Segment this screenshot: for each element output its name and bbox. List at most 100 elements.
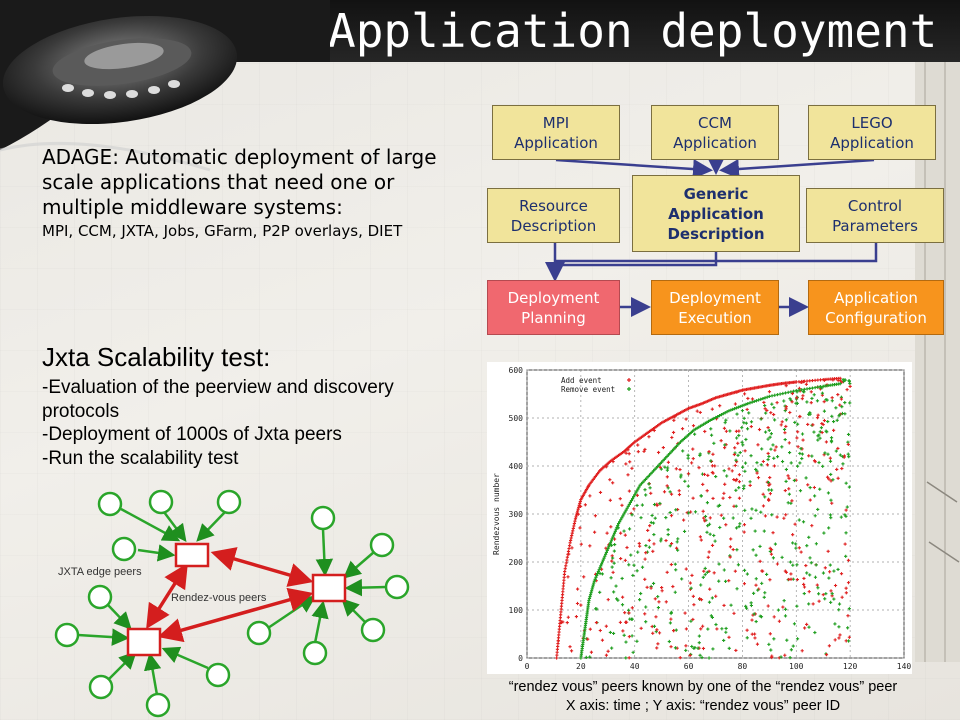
add-event-point (833, 583, 838, 588)
add-event-point (802, 582, 806, 586)
add-event-point (610, 559, 614, 563)
remove-event-point (783, 391, 788, 395)
add-event-point (684, 644, 688, 648)
add-event-point (745, 407, 749, 412)
remove-event-point (723, 421, 727, 425)
add-event-point (835, 467, 839, 471)
add-event-point (701, 624, 705, 628)
lego-application-label: LEGO Application (830, 113, 914, 152)
add-event-point (708, 516, 712, 520)
add-event-point (728, 555, 732, 559)
add-event-point (562, 581, 566, 585)
x-tick-label: 20 (576, 662, 586, 671)
add-event-point (656, 450, 661, 455)
add-event-point (753, 636, 757, 640)
remove-event-point (791, 563, 795, 567)
add-event-point (820, 430, 824, 435)
remove-event-point (621, 514, 625, 518)
add-event-point (643, 447, 647, 452)
remove-event-point (707, 522, 712, 526)
remove-event-point (817, 433, 821, 437)
remove-event-point (844, 531, 848, 535)
remove-event-point (826, 491, 831, 495)
remove-event-point (764, 411, 768, 415)
add-event-point (815, 416, 820, 420)
remove-event-point (634, 491, 638, 495)
remove-event-point (699, 494, 703, 498)
remove-event-point (801, 520, 806, 524)
remove-event-point (703, 573, 707, 577)
remove-event-point (759, 417, 763, 421)
x-tick-label: 120 (843, 662, 858, 671)
add-event-point (701, 509, 705, 513)
remove-event-point (602, 556, 606, 560)
remove-event-point (666, 486, 670, 490)
add-event-point (810, 524, 814, 528)
remove-event-point (588, 655, 592, 659)
add-event-point (566, 552, 570, 556)
remove-event-point (656, 595, 660, 599)
remove-event-point (706, 524, 710, 528)
add-event-point (808, 379, 812, 383)
remove-event-point (676, 548, 680, 552)
add-event-point (620, 595, 625, 599)
remove-event-point (805, 571, 809, 575)
add-event-point (605, 531, 609, 535)
remove-event-point (693, 646, 697, 650)
remove-event-point (754, 577, 758, 581)
add-event-point (608, 478, 612, 482)
add-event-point (579, 603, 583, 607)
add-event-point (816, 378, 820, 382)
remove-event-point (816, 592, 821, 596)
add-event-point (733, 446, 737, 450)
remove-event-point (839, 515, 843, 519)
add-event-point (636, 443, 640, 447)
add-event-point (824, 440, 829, 444)
add-event-point (756, 476, 761, 480)
remove-event-point (734, 488, 738, 492)
remove-event-point (846, 432, 851, 437)
y-axis-label: Rendezvous number (492, 473, 501, 555)
add-event-point (822, 400, 826, 404)
desk-lamp-image (0, 0, 330, 172)
remove-event-point (766, 437, 770, 441)
remove-event-point (616, 522, 621, 526)
remove-event-point (652, 532, 656, 537)
add-event-point (838, 403, 842, 407)
add-event-point (560, 593, 565, 597)
remove-event-point (611, 535, 615, 539)
remove-event-point (616, 523, 620, 528)
remove-event-point (639, 516, 643, 520)
remove-event-point (772, 406, 776, 410)
add-event-point (818, 378, 823, 382)
add-event-point (840, 466, 844, 471)
remove-event-point (800, 388, 804, 392)
remove-event-point (637, 485, 641, 489)
add-event-point (604, 653, 609, 657)
add-event-point (783, 653, 787, 657)
remove-event-point (741, 465, 745, 469)
add-event-point (768, 578, 772, 582)
remove-event-point (686, 484, 690, 488)
add-event-point (658, 465, 662, 469)
add-event-point (570, 546, 574, 550)
add-event-point (761, 492, 765, 496)
remove-event-point (800, 452, 805, 456)
add-event-point (627, 611, 631, 615)
rendezvous-peers-label: Rendez-vous peers (171, 592, 267, 604)
y-tick-label: 200 (509, 558, 524, 567)
add-event-point (787, 476, 791, 480)
remove-event-point (795, 464, 800, 468)
remove-event-point (720, 627, 724, 631)
remove-event-point (644, 620, 648, 624)
remove-event-point (665, 468, 669, 472)
remove-event-point (700, 655, 704, 660)
add-event-point (678, 467, 682, 472)
remove-event-point (821, 571, 826, 575)
remove-event-point (638, 598, 642, 602)
remove-event-point (808, 411, 812, 415)
add-event-point (831, 428, 836, 432)
add-event-point (763, 407, 767, 411)
add-event-point (805, 379, 809, 383)
remove-event-point (709, 433, 714, 437)
